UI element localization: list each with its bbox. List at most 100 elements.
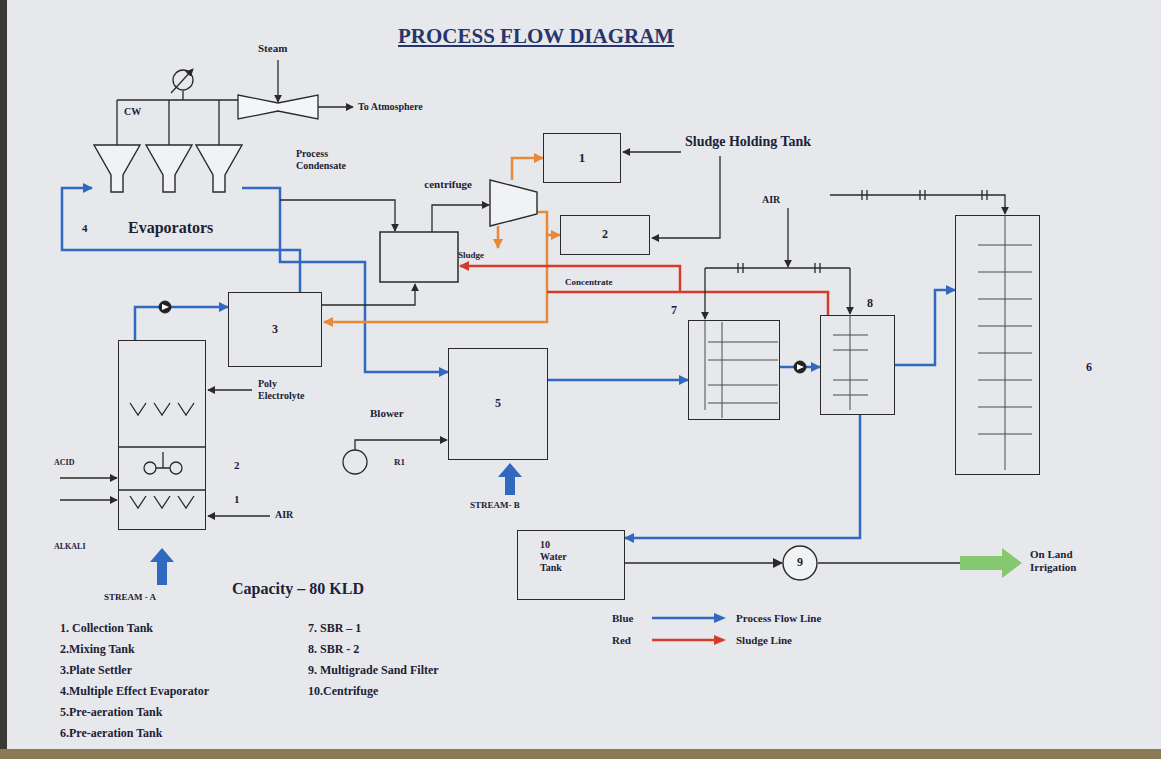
diagram-title: PROCESS FLOW DIAGRAM xyxy=(398,24,674,48)
pump-symbol xyxy=(162,304,169,310)
stream-arrow xyxy=(150,548,174,585)
dosing-arrow xyxy=(60,499,117,500)
air-line xyxy=(738,263,820,273)
legend-swatch xyxy=(650,611,728,625)
condensate-line xyxy=(280,200,395,231)
legend-colour-word: Red xyxy=(612,634,631,647)
process-flow-line xyxy=(625,562,782,564)
sludge-holding-tank: 2 xyxy=(560,215,650,255)
pump-symbol xyxy=(159,301,806,373)
process-flow-line xyxy=(548,379,688,382)
condensate-line xyxy=(280,200,395,231)
irrigation-line xyxy=(960,548,1022,578)
evaporator-bank-outline xyxy=(92,145,242,192)
process-flow-line xyxy=(242,188,448,372)
pump-symbol xyxy=(159,301,171,313)
legend-label: Sludge Line xyxy=(736,634,792,647)
callout-number: 2 xyxy=(234,459,240,472)
sbr-tank: 8 xyxy=(820,315,895,415)
dosing-arrow xyxy=(208,389,252,390)
evaporator-hopper xyxy=(94,145,140,192)
air-line xyxy=(704,268,705,319)
node-label: 3 xyxy=(272,323,278,337)
stream-label: Concentrate xyxy=(565,277,612,287)
tank-internals xyxy=(130,496,194,508)
diffuser-grid xyxy=(978,215,1032,470)
steam-line xyxy=(318,106,353,107)
legend-arrowhead xyxy=(714,613,726,623)
process-flow-line xyxy=(62,188,300,292)
stream-label: Poly Electrolyte xyxy=(258,378,320,401)
steam-line xyxy=(278,60,353,107)
stream-label: Sludge Holding Tank xyxy=(685,134,811,150)
legend-label: Process Flow Line xyxy=(736,612,821,625)
tank-internals xyxy=(130,403,194,415)
air-line xyxy=(705,190,1005,319)
centrifuge-body xyxy=(490,180,537,226)
concentrate-line xyxy=(547,292,828,315)
callout-number: 1 xyxy=(234,493,240,506)
air-line xyxy=(705,267,850,268)
node-label: 5 xyxy=(495,397,501,411)
irrigation-line xyxy=(818,548,1022,578)
callout-number: 6 xyxy=(1086,361,1092,375)
aeration-tank: 6 xyxy=(955,215,1040,475)
stream-label: AIR xyxy=(275,509,293,521)
evaporator-hopper xyxy=(146,145,192,192)
legend-line xyxy=(652,617,716,620)
key-list-item: 6.Pre-aeration Tank xyxy=(60,727,162,741)
legend-swatch xyxy=(650,633,728,647)
callout-number: centrifuge xyxy=(424,178,472,191)
legend-line xyxy=(652,639,716,642)
stream-label: Process Condensate xyxy=(296,148,362,171)
callout-number: 10 Water Tank xyxy=(540,539,576,574)
legend-row: Sludge Line xyxy=(650,633,792,647)
node-label: 2 xyxy=(602,228,608,242)
evaporator-hopper xyxy=(196,145,242,192)
concentrate-line xyxy=(460,266,828,315)
process-flow-line xyxy=(625,415,860,538)
dosing-arrow xyxy=(60,390,270,516)
flow-line xyxy=(322,284,415,305)
stream-label: ACID xyxy=(54,458,74,467)
node-label: 1 xyxy=(579,151,586,166)
callout-number: 8 xyxy=(867,297,873,311)
stream-label: CW xyxy=(124,106,141,118)
filter-circle xyxy=(783,546,817,580)
pre-aeration-tank: 5 xyxy=(448,348,548,460)
stream-arrow xyxy=(498,463,522,495)
air-line xyxy=(787,208,788,267)
stream-label: ALKALI xyxy=(54,542,86,551)
key-list-item: 7. SBR – 1 xyxy=(308,622,361,636)
centrifuge-outline xyxy=(490,180,537,226)
condenser-symbol xyxy=(171,69,193,93)
frame-edge xyxy=(0,749,1161,759)
key-list-item: 10.Centrifuge xyxy=(308,685,378,699)
collection-mixing-tank: 21 xyxy=(118,340,206,530)
pump-symbol xyxy=(794,361,806,373)
stream-label: Steam xyxy=(258,42,287,55)
process-flow-line xyxy=(135,307,228,340)
vapour-line xyxy=(117,91,238,145)
tank-internals xyxy=(156,452,170,468)
tank-internals xyxy=(144,462,156,474)
plate-settler: 3 xyxy=(228,292,322,367)
key-list-item: 9. Multigrade Sand Filter xyxy=(308,664,439,678)
blower-symbol xyxy=(355,440,447,450)
diffuser-grid xyxy=(705,320,778,418)
dosing-arrow xyxy=(208,515,270,516)
callout-number: 7 xyxy=(671,304,677,318)
stream-label: Sludge xyxy=(458,250,484,260)
stream-label: R1 xyxy=(394,457,405,467)
irrigation-line xyxy=(818,562,960,563)
tank-internals xyxy=(118,403,206,508)
node-label: 9 xyxy=(797,556,803,570)
legend-colour-word: Blue xyxy=(612,612,633,625)
stream-label: AIR xyxy=(762,194,780,206)
tank-internals xyxy=(170,462,182,474)
pump-symbol xyxy=(797,364,804,370)
